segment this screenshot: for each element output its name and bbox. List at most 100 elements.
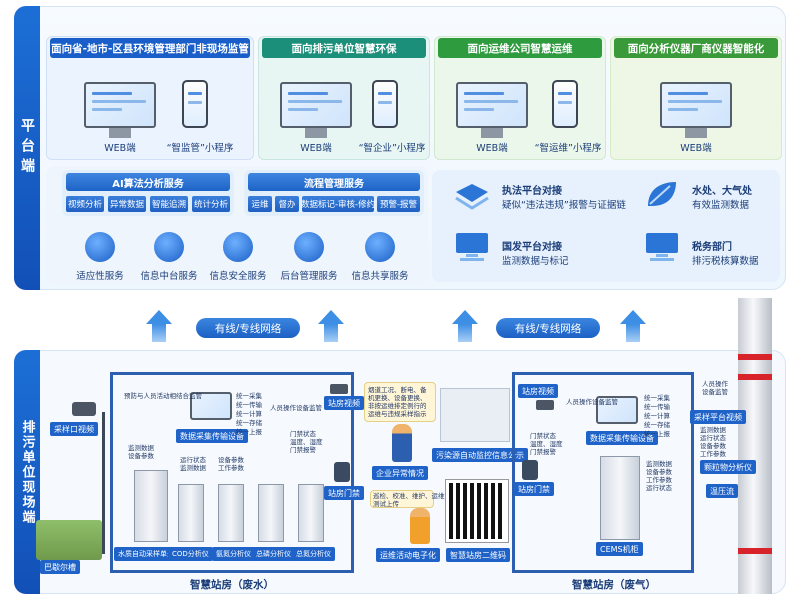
web-label: WEB端 [476,143,508,154]
service-label: 后台管理服务 [280,271,338,282]
unified-4: 统一存储 [236,419,262,427]
particulate-label: 颗粒物分析仪 [700,460,756,474]
computer-icon [456,233,488,261]
gas-wall-left [512,372,515,572]
gas-wall-right [691,372,694,572]
door-note: 温度、湿度 [290,438,323,446]
platform-note: 设备监管 [702,388,728,396]
monitor-note: 预防与人员活动相结合监管 [124,392,202,400]
ai-chip: 智能追溯 [150,196,188,212]
up-arrow-icon [452,310,478,324]
up-arrow-stem [152,324,166,342]
particle-note: 工作参数 [700,450,726,458]
monitor-stand [481,128,503,138]
audience-gov-title: 面向省-地市-区县环境管理部门非现场监管 [50,38,250,58]
camera-icon [536,400,554,410]
gas-door-note: 门禁状态 [530,432,556,440]
cabinet-note: 设备参数 [218,456,244,464]
gas-unified: 统一传输 [644,403,670,411]
stream-note: 设备参数 [128,452,154,460]
web-label: WEB端 [104,143,136,154]
door-access-icon [334,462,350,482]
gas-roof [512,372,694,375]
gas-collector-device-icon [596,396,638,424]
up-arrow-stem [626,324,640,342]
docking-title: 执法平台对接 [502,186,562,197]
share-icon [365,232,395,262]
qr-code [445,479,509,543]
cabinet-label: 氨氮分析仪 [212,547,255,561]
site-side-label: 排污单位现场端 [14,350,40,594]
room-video-label: 站房视频 [324,396,364,410]
docking-title: 水处、大气处 [692,186,752,197]
sampling-video-label: 采样口视频 [50,422,98,436]
chimney [738,298,772,594]
cems-note: 监测数据 [646,460,672,468]
anomaly-label: 企业异常情况 [372,466,428,480]
gas-station-footer: 智慧站房（废气） [572,579,656,591]
gas-floor [512,570,694,573]
face-note: 人员操作设备监管 [270,404,322,412]
security-shield-icon [223,232,253,262]
cems-label: CEMS机柜 [596,542,643,556]
web-label: WEB端 [300,143,332,154]
flow-chip: 督办 [275,196,299,212]
camera-icon [72,402,96,416]
docking-title: 国发平台对接 [502,242,562,253]
particle-note: 监测数据 [700,426,726,434]
up-arrow-icon [318,310,344,324]
ops-note: 巡检、校准、维护、运维对比 [373,492,458,500]
ops-note: 测试上传 [373,500,399,508]
chimney-band [738,548,772,554]
docking-sub: 排污税核算数据 [692,256,759,267]
up-arrow-icon [146,310,172,324]
anomaly-note-box [364,382,436,422]
cabinet-label: 总磷分析仪 [252,547,295,561]
computer-icon [646,233,678,261]
unified-5: 统一上报 [236,428,262,436]
flow-service-title: 流程管理服务 [248,173,420,191]
water-station-footer: 智慧站房（废水） [190,579,274,591]
mini-program-label: “智监管”小程序 [166,143,234,154]
drain-label: 巴歇尔槽 [40,560,80,574]
up-arrow-stem [324,324,338,342]
cabinet-label: 总氮分析仪 [292,547,335,561]
docking-sub: 监测数据与标记 [502,256,569,267]
camera-icon [330,384,348,394]
cabinet-label: 水质自动采样单元 [114,547,178,561]
web-monitor-icon [84,82,156,128]
up-arrow-stem [458,324,472,342]
unified-2: 统一传输 [236,401,262,409]
door-access-icon [522,460,538,480]
audience-ops-title: 面向运维公司智慧运维 [438,38,602,58]
ops-worker-icon [410,508,430,544]
docking-panel [432,170,780,282]
door-note: 门禁报警 [290,446,316,454]
web-monitor-icon [660,82,732,128]
leaf-icon [648,182,676,206]
service-label: 信息共享服务 [351,271,409,282]
room-gate-label: 站房门禁 [324,486,364,500]
water-wall-left [110,372,113,572]
chimney-band [738,374,772,380]
chimney-band [738,354,772,360]
police-badge-icon [455,184,489,210]
adaptive-service-icon [85,232,115,262]
monitor-stand [109,128,131,138]
cems-cabinet [600,456,640,540]
mini-program-label: “智企业”小程序 [358,143,426,154]
cod-cabinet [178,484,204,542]
audience-enterprise-title: 面向排污单位智慧环保 [262,38,426,58]
gas-face-note: 人员操作设备监管 [566,398,618,406]
cabinet-note: 运行状态 [180,456,206,464]
phone-icon [552,80,578,128]
info-board [440,388,510,442]
sampling-platform-video-label: 采样平台视频 [690,410,746,424]
phone-icon [372,80,398,128]
unified-3: 统一计算 [236,410,262,418]
collector-device-icon [190,392,232,420]
monitor-stand [305,128,327,138]
anomaly-item: 烟道工况、断电、备机更换、设备更换、非按运维排定例行的运维与违规采样指示 [368,386,427,418]
collector-label: 数据采集传输设备 [176,429,248,443]
admin-user-icon [294,232,324,262]
